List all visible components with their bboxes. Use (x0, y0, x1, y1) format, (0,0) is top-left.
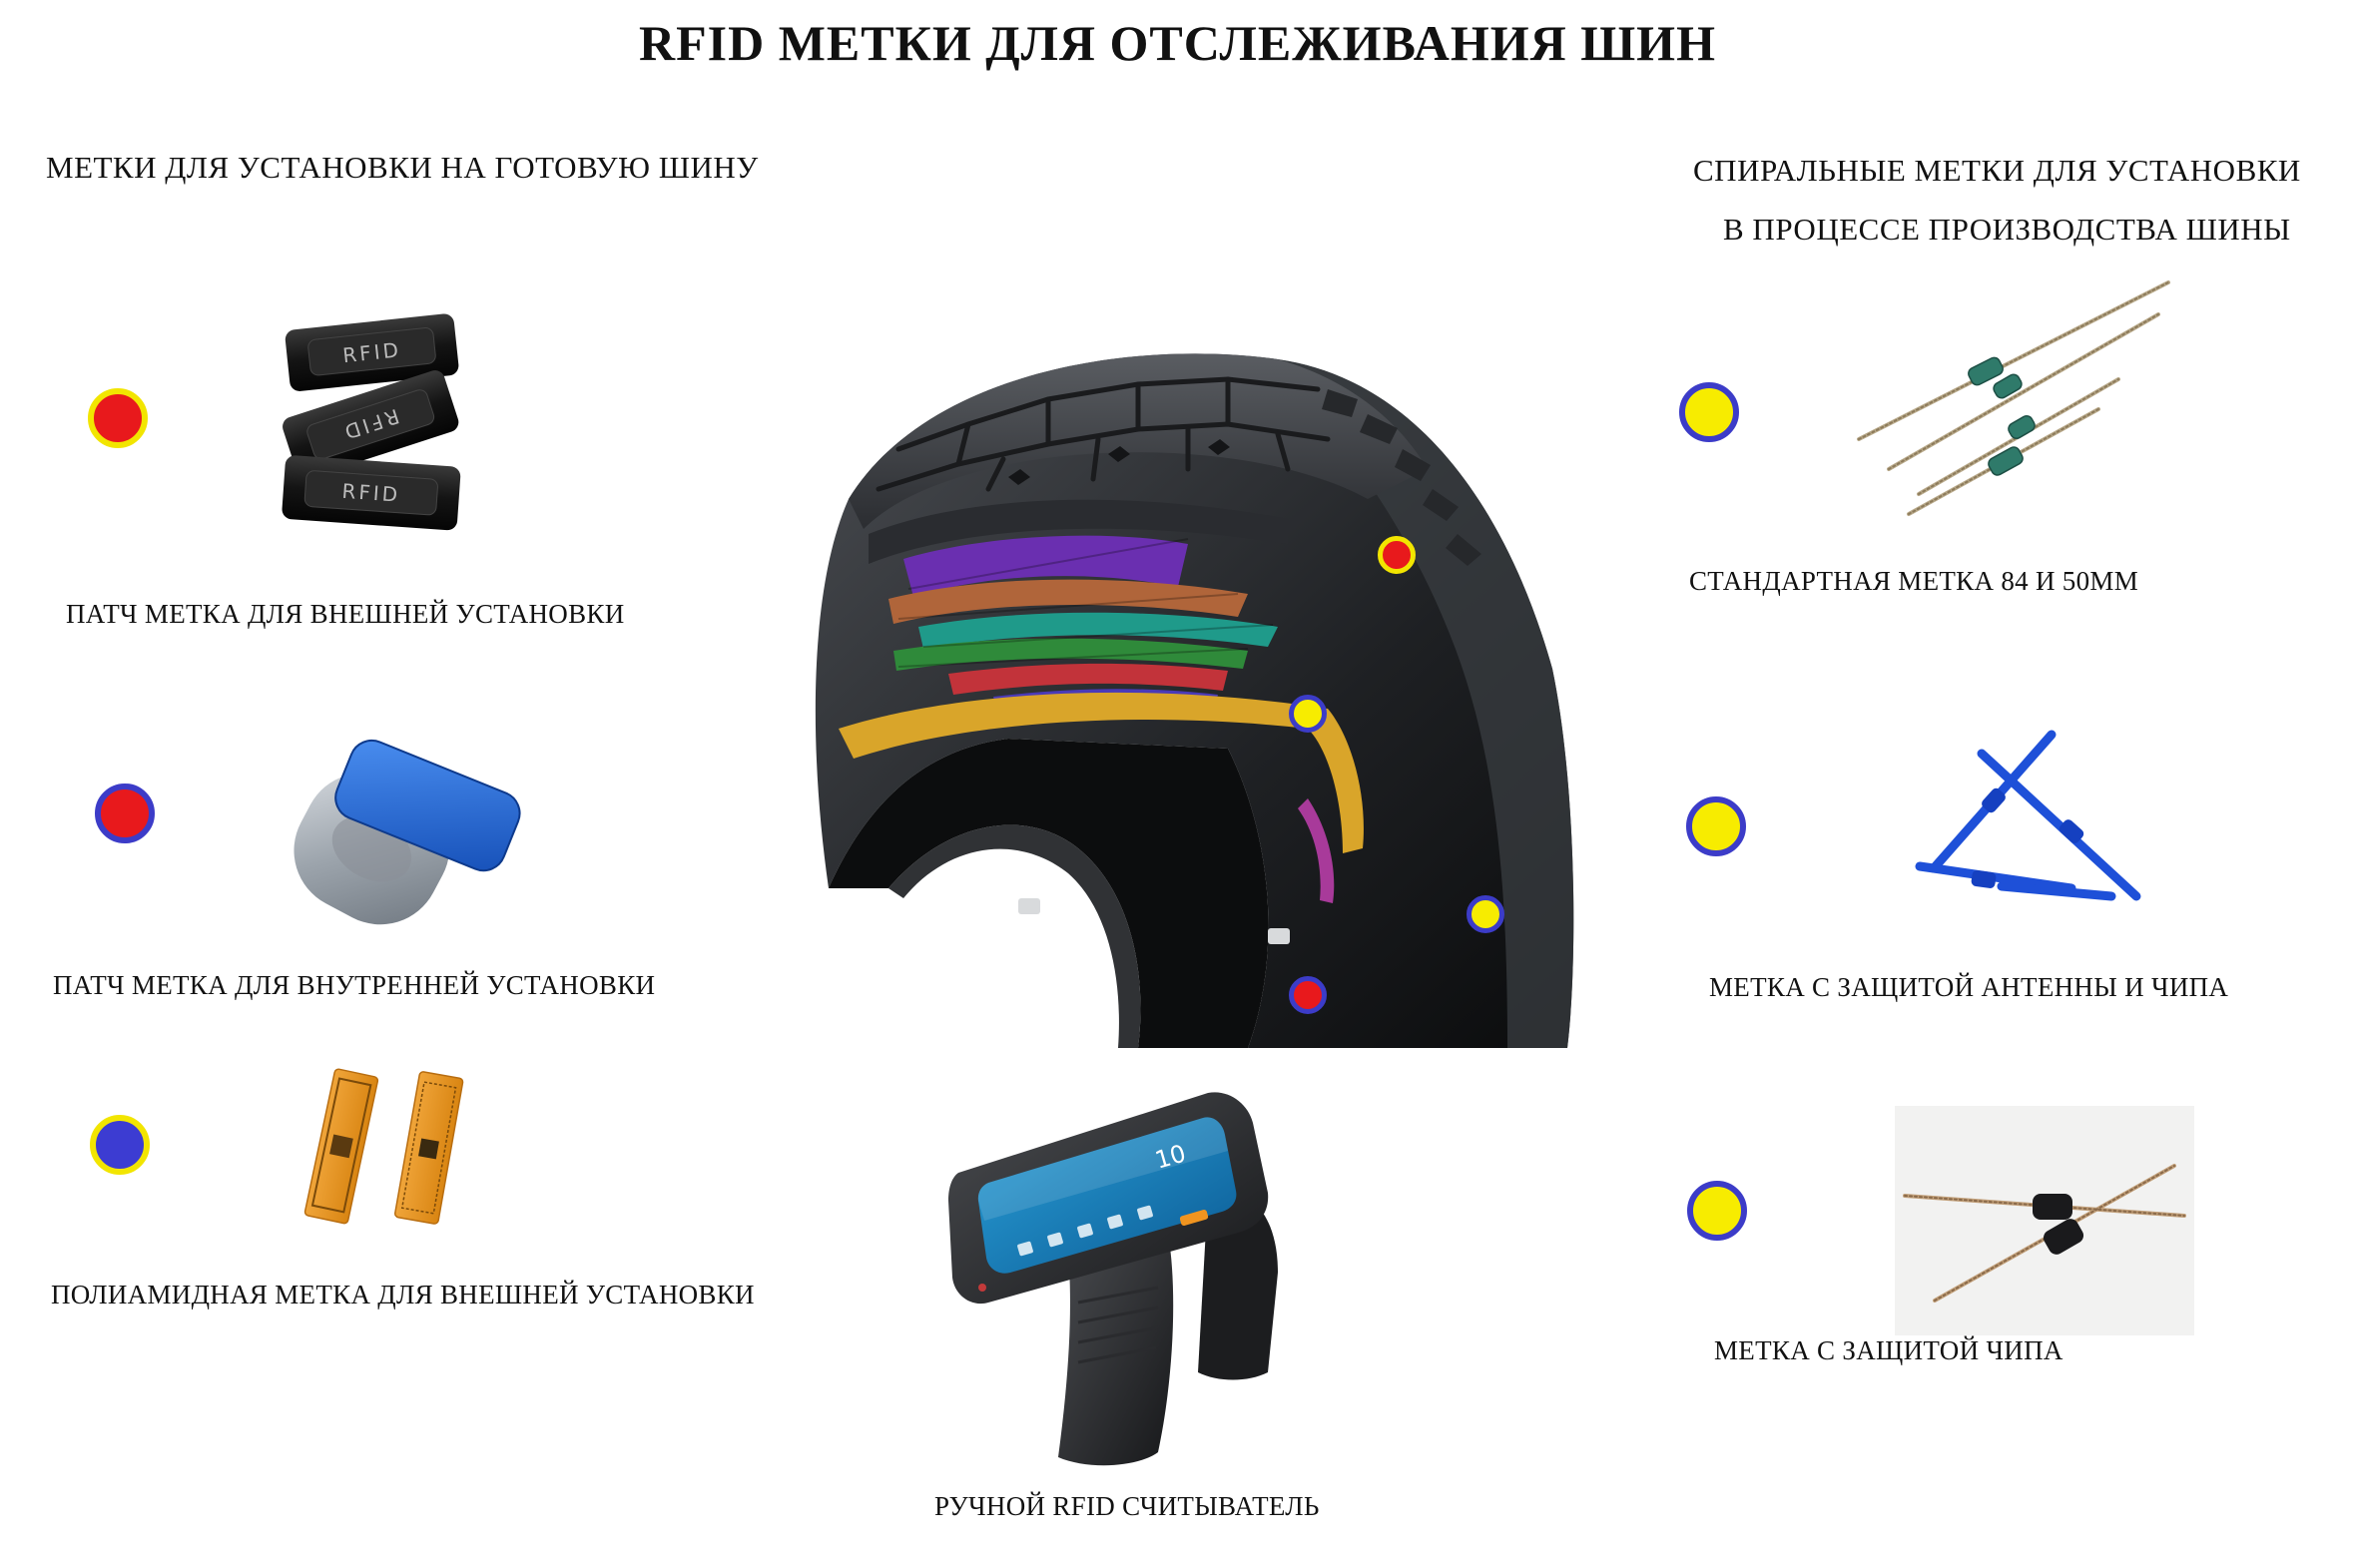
svg-text:RFID: RFID (341, 479, 401, 507)
marker-dot-standard-spiral-tag (1679, 382, 1739, 442)
chip-protected-tag-icon (1895, 1106, 2194, 1335)
spiral-wire-tags-icon (1857, 280, 2170, 516)
page-title: RFID МЕТКИ ДЛЯ ОТСЛЕЖИВАНИЯ ШИН (639, 15, 1716, 71)
label-antenna-chip-protected-tag: МЕТКА С ЗАЩИТОЙ АНТЕННЫ И ЧИПА (1709, 972, 2229, 1002)
label-external-patch: ПАТЧ МЕТКА ДЛЯ ВНЕШНЕЙ УСТАНОВКИ (66, 599, 625, 629)
tire-cutaway-illustration (815, 353, 1574, 1048)
marker-dot-external-patch (88, 388, 148, 448)
black-rfid-patch-tags-icon: RFID RFID RFID (282, 313, 461, 531)
tire-marker-spiral-tag-sidewall (1467, 895, 1504, 933)
label-standard-spiral-tag: СТАНДАРТНАЯ МЕТКА 84 И 50ММ (1689, 566, 2139, 596)
label-polyamide-tag: ПОЛИАМИДНАЯ МЕТКА ДЛЯ ВНЕШНЕЙ УСТАНОВКИ (51, 1280, 755, 1309)
marker-dot-polyamide-tag (90, 1115, 150, 1175)
blue-rubber-patch-tag-icon (294, 739, 521, 925)
tire-marker-external-patch (1378, 536, 1416, 574)
left-section-header: МЕТКИ ДЛЯ УСТАНОВКИ НА ГОТОВУЮ ШИНУ (46, 150, 759, 185)
handheld-rfid-reader-icon: 10 (948, 1092, 1278, 1466)
right-section-header-line1: СПИРАЛЬНЫЕ МЕТКИ ДЛЯ УСТАНОВКИ (1693, 153, 2301, 188)
label-handheld-reader: РУЧНОЙ RFID СЧИТЫВАТЕЛЬ (934, 1491, 1320, 1521)
tire-marker-spiral-tag-inner (1289, 695, 1327, 733)
marker-dot-internal-patch (95, 784, 155, 843)
right-section-header-line2: В ПРОЦЕССЕ ПРОИЗВОДСТВА ШИНЫ (1723, 212, 2291, 247)
label-chip-protected-tag: МЕТКА С ЗАЩИТОЙ ЧИПА (1714, 1335, 2063, 1365)
tire-marker-internal-patch (1289, 976, 1327, 1014)
marker-dot-chip-protected-tag (1687, 1181, 1747, 1241)
label-internal-patch: ПАТЧ МЕТКА ДЛЯ ВНУТРЕННЕЙ УСТАНОВКИ (53, 970, 656, 1000)
blue-cross-tag-icon (1915, 730, 2141, 901)
marker-dot-antenna-chip-protected-tag (1686, 796, 1746, 856)
polyamide-tag-icon (303, 1068, 464, 1225)
